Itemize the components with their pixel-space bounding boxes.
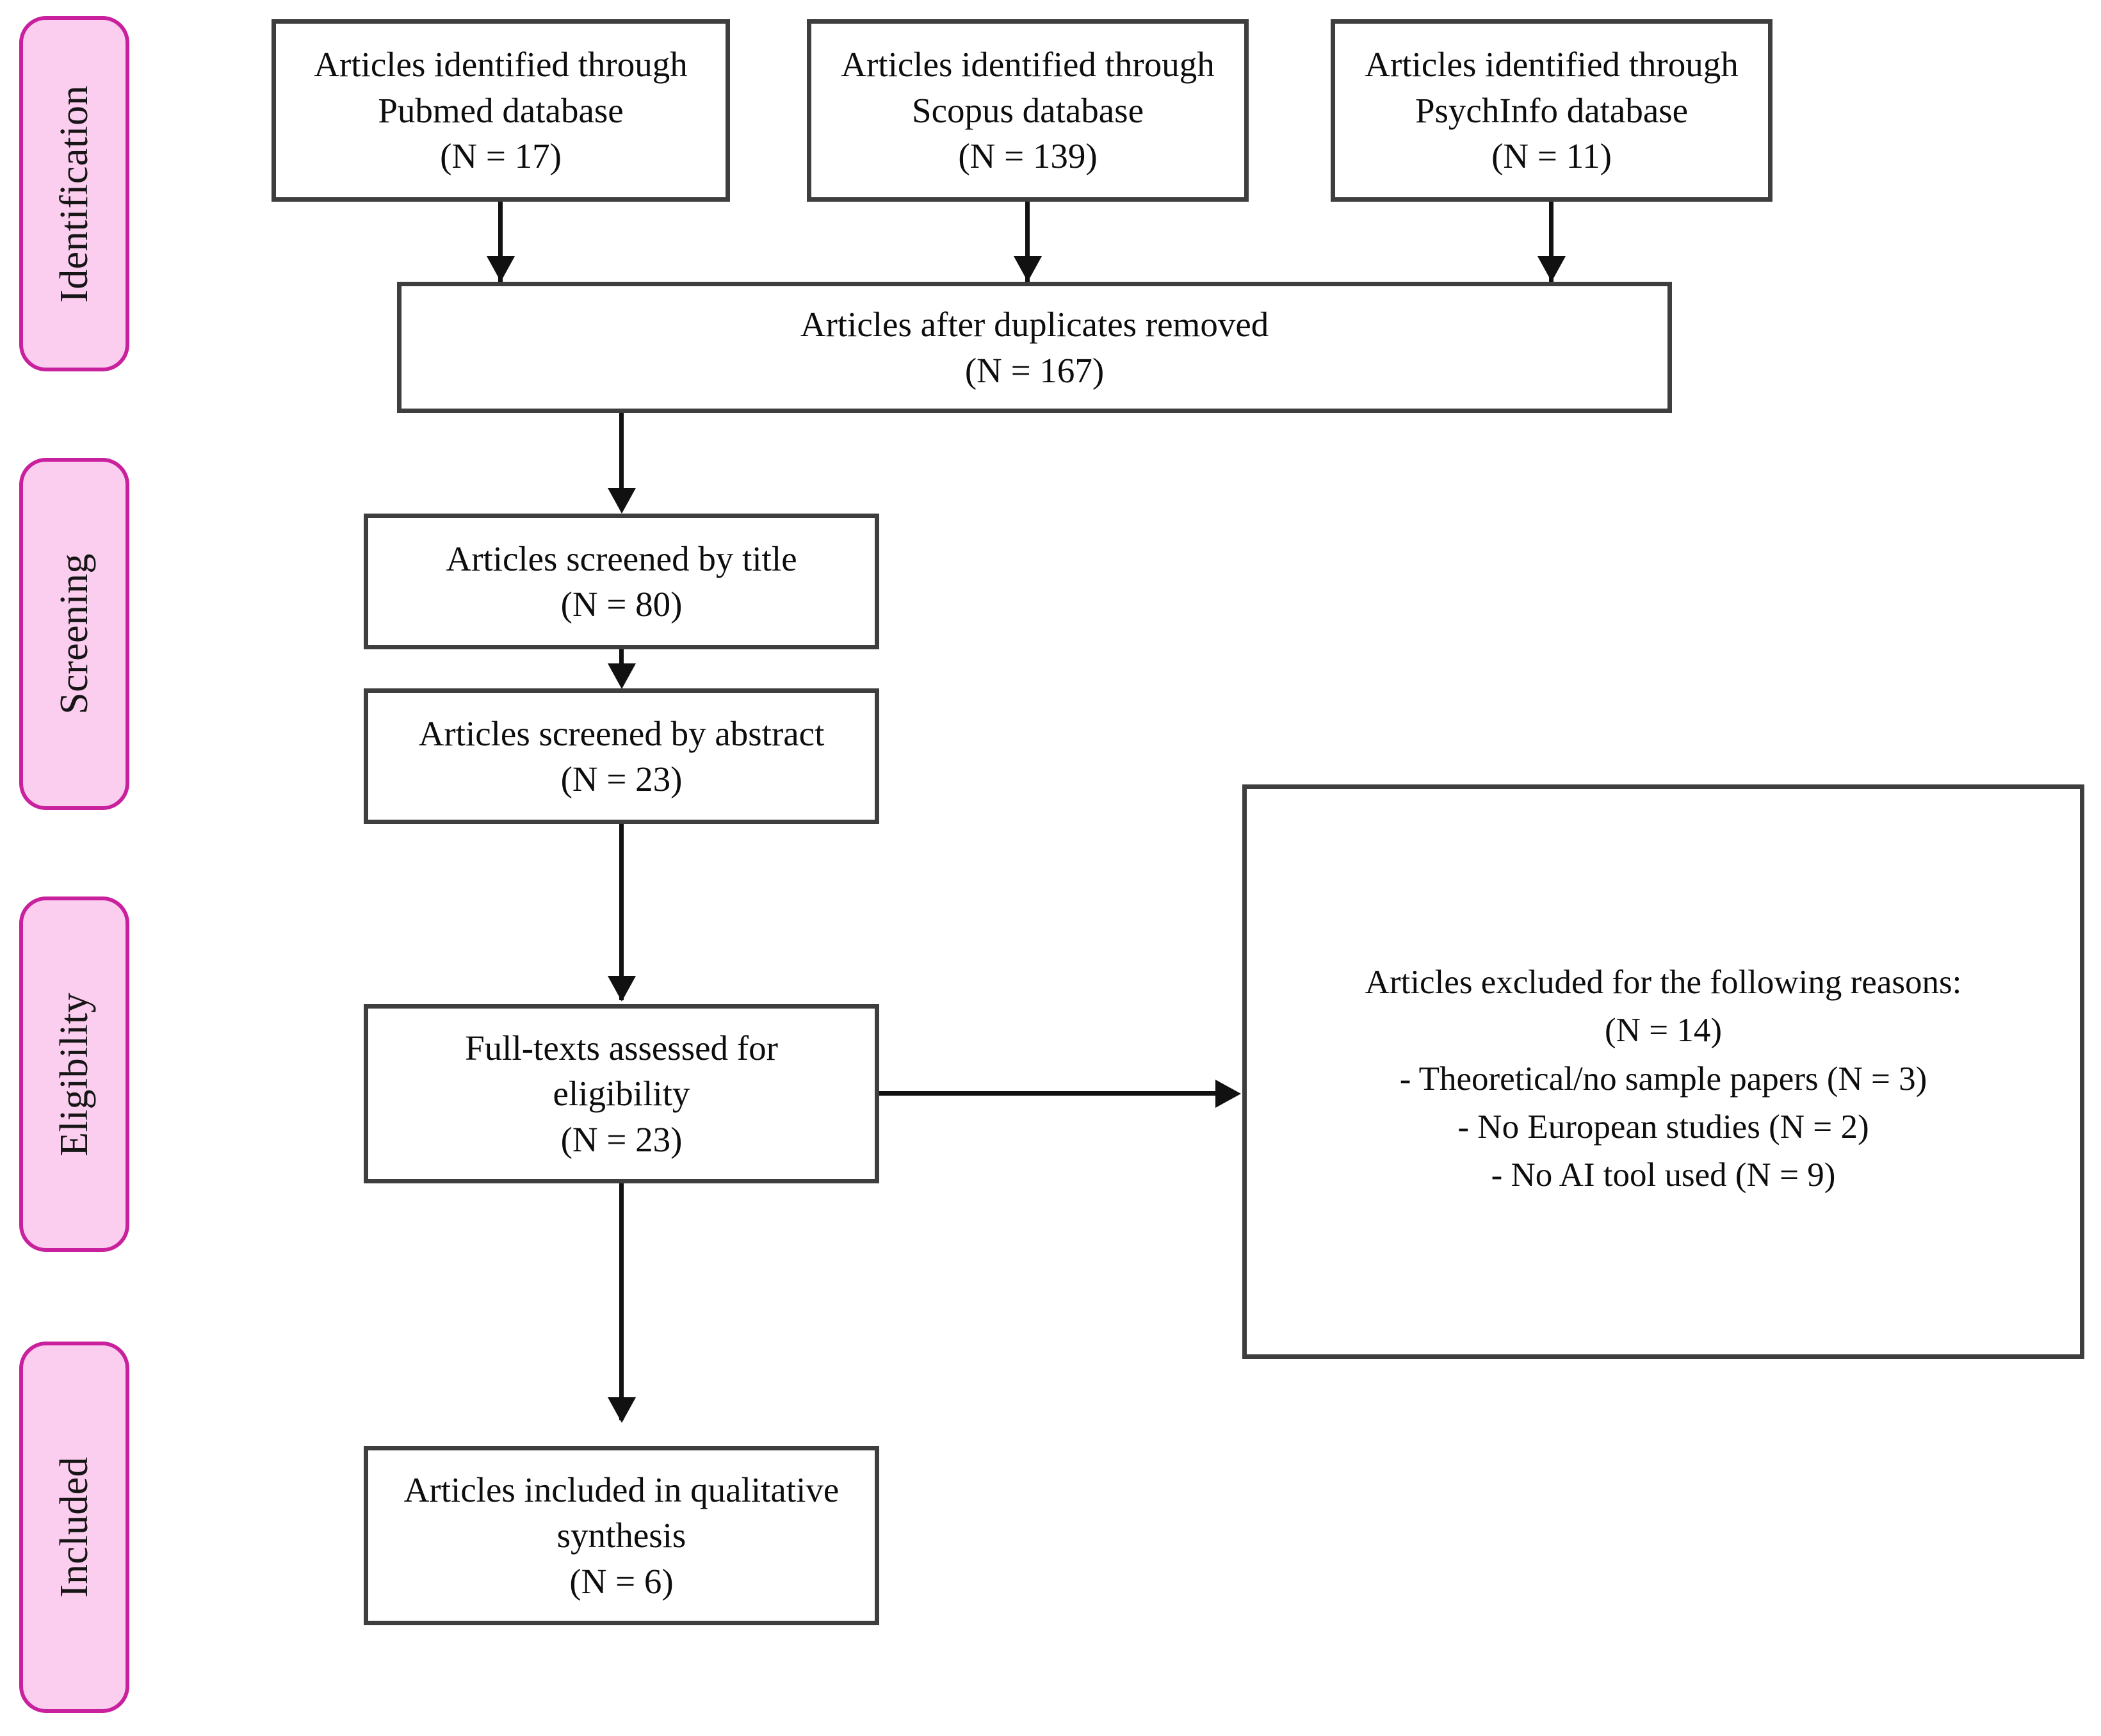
connector-title-to-abstract [619, 649, 624, 669]
box-title-count: (N = 80) [560, 585, 683, 624]
connector-abstract-to-fulltext [619, 824, 624, 1000]
box-fulltext-line1: Full-texts assessed for [465, 1028, 778, 1067]
box-scopus-identified: Articles identified through Scopus datab… [807, 19, 1249, 202]
box-fulltext-line2: eligibility [553, 1074, 690, 1114]
connector-fulltext-to-excluded [879, 1091, 1219, 1096]
connector-scopus-to-duplicates [1025, 202, 1030, 282]
box-screened-by-title: Articles screened by title (N = 80) [364, 514, 879, 649]
box-title-line1: Articles screened by title [446, 539, 797, 578]
connector-pubmed-to-duplicates [498, 202, 503, 282]
box-excluded-count: (N = 14) [1605, 1012, 1722, 1050]
box-abstract-line1: Articles screened by abstract [418, 713, 825, 753]
box-scopus-line2: Scopus database [912, 90, 1144, 130]
box-included-count: (N = 6) [569, 1561, 674, 1601]
box-articles-excluded: Articles excluded for the following reas… [1242, 784, 2084, 1359]
box-excluded-reason-3: - No AI tool used (N = 9) [1491, 1156, 1836, 1194]
connector-psychinfo-to-duplicates [1549, 202, 1553, 282]
box-psychinfo-line2: PsychInfo database [1415, 90, 1689, 130]
box-psychinfo-identified: Articles identified through PsychInfo da… [1331, 19, 1772, 202]
arrowhead-scopus-to-duplicates [1014, 256, 1042, 282]
box-pubmed-identified: Articles identified through Pubmed datab… [272, 19, 730, 202]
arrowhead-fulltext-to-excluded [1215, 1080, 1241, 1108]
stage-label-eligibility: Eligibility [19, 896, 129, 1252]
stage-label-eligibility-text: Eligibility [53, 992, 97, 1156]
connector-duplicates-to-title [619, 413, 624, 490]
box-excluded-reason-2: - No European studies (N = 2) [1457, 1108, 1869, 1146]
box-duplicates-line1: Articles after duplicates removed [800, 305, 1269, 344]
box-duplicates-count: (N = 167) [964, 350, 1105, 390]
arrowhead-abstract-to-fulltext [608, 976, 636, 1002]
box-duplicates-removed: Articles after duplicates removed (N = 1… [397, 282, 1672, 413]
box-included-line1: Articles included in qualitative [403, 1470, 840, 1509]
box-included-line2: synthesis [556, 1516, 686, 1555]
box-fulltext-count: (N = 23) [560, 1119, 683, 1159]
box-psychinfo-count: (N = 11) [1491, 136, 1612, 176]
stage-label-included: Included [19, 1342, 129, 1713]
stage-label-identification-text: Identification [53, 85, 97, 303]
box-abstract-count: (N = 23) [560, 759, 683, 799]
box-excluded-reason-1: - Theoretical/no sample papers (N = 3) [1399, 1060, 1927, 1098]
connector-fulltext-to-included [619, 1183, 624, 1420]
box-pubmed-line1: Articles identified through [314, 45, 688, 85]
box-psychinfo-line1: Articles identified through [1365, 45, 1739, 85]
box-fulltext-eligibility: Full-texts assessed for eligibility (N =… [364, 1004, 879, 1183]
stage-label-identification: Identification [19, 16, 129, 371]
arrowhead-psychinfo-to-duplicates [1537, 256, 1566, 282]
arrowhead-fulltext-to-included [608, 1397, 636, 1423]
excluded-content: Articles excluded for the following reas… [1247, 959, 2080, 1199]
box-included-in-synthesis: Articles included in qualitative synthes… [364, 1446, 879, 1625]
box-screened-by-abstract: Articles screened by abstract (N = 23) [364, 688, 879, 824]
arrowhead-duplicates-to-title [608, 488, 636, 514]
box-pubmed-line2: Pubmed database [378, 90, 624, 130]
stage-label-screening: Screening [19, 458, 129, 810]
stage-label-included-text: Included [53, 1456, 97, 1598]
stage-label-screening-text: Screening [53, 553, 97, 715]
box-excluded-line1: Articles excluded for the following reas… [1365, 964, 1962, 1001]
box-scopus-line1: Articles identified through [841, 45, 1215, 85]
box-pubmed-count: (N = 17) [440, 136, 562, 176]
box-scopus-count: (N = 139) [958, 136, 1098, 176]
arrowhead-title-to-abstract [608, 663, 636, 689]
arrowhead-pubmed-to-duplicates [487, 256, 515, 282]
